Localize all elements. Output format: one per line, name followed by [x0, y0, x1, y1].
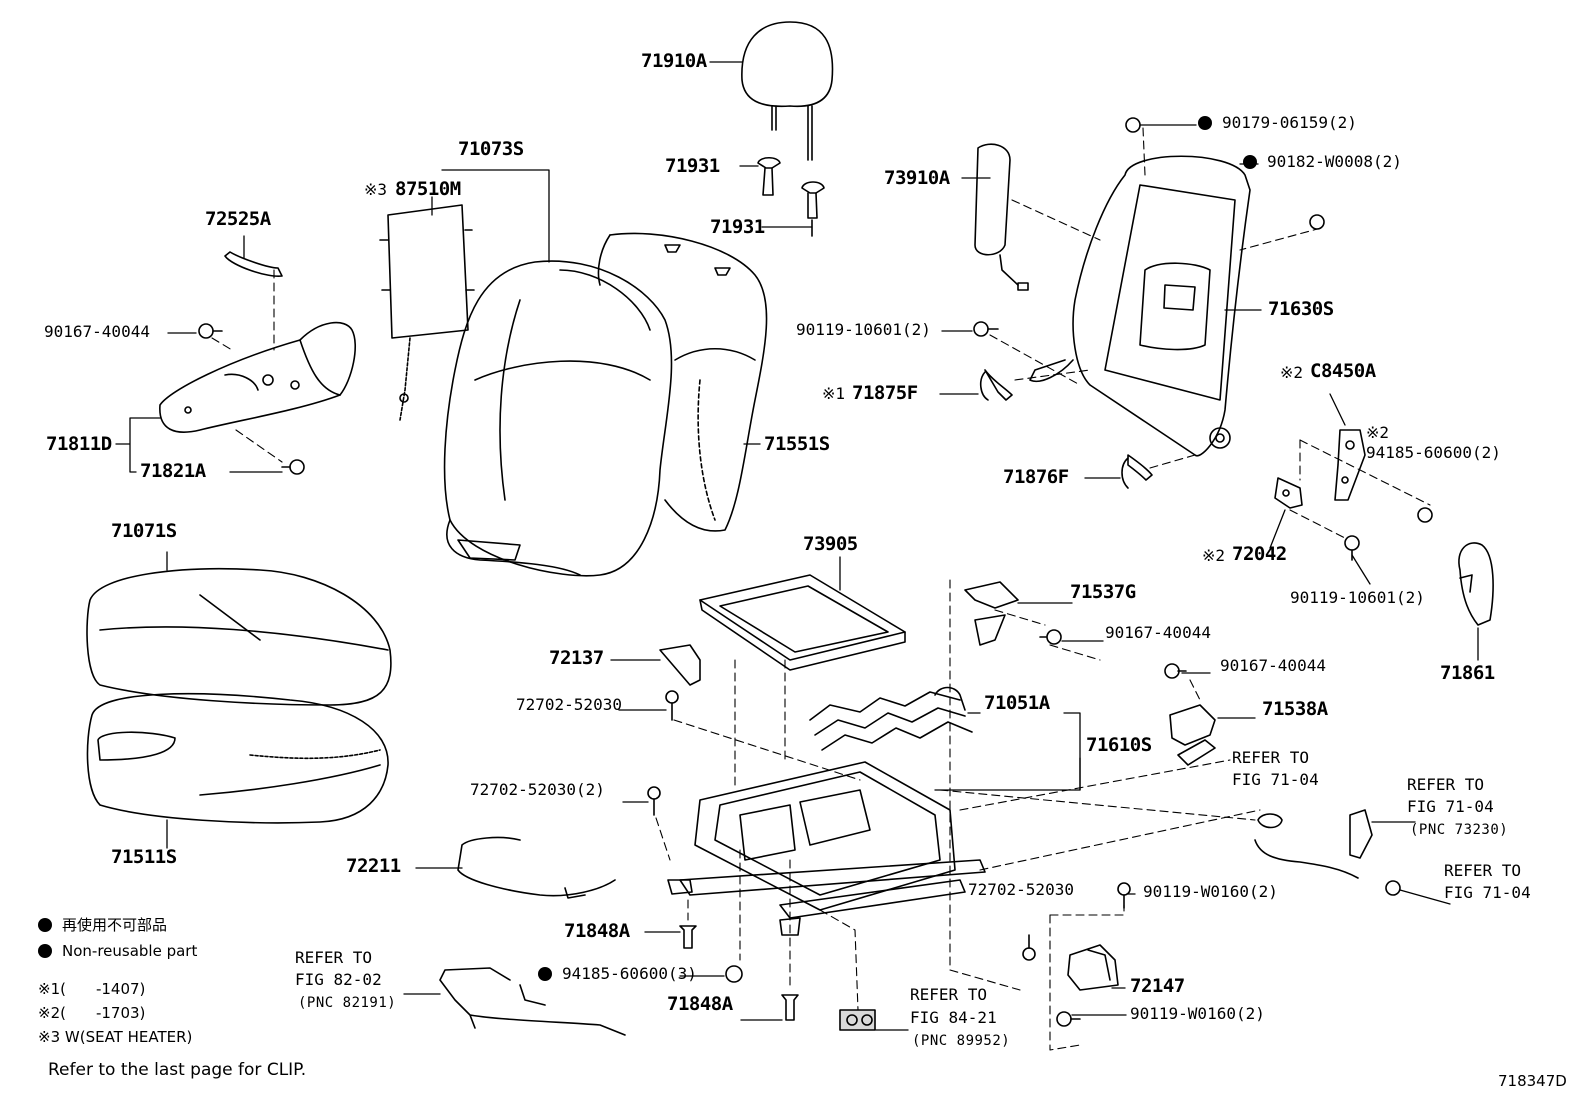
ref-fig-71-04-a-line2: FIG 71-04 — [1232, 770, 1319, 789]
non-reusable-dot-icon — [1198, 116, 1212, 130]
part-label-C8450A: C8450A — [1310, 360, 1376, 382]
part-label-94185-60600-3: 94185-60600(3) — [538, 966, 697, 982]
seatback-pad-drawing — [597, 232, 768, 532]
part-label-72147: 72147 — [1130, 975, 1185, 997]
part-label-71610S: 71610S — [1086, 734, 1152, 756]
legend-text: Non-reusable part — [62, 942, 198, 960]
legend-note-1: ※1( -1407) — [38, 980, 146, 998]
part-label-71071S: 71071S — [111, 520, 177, 542]
seat-adjuster-drawing — [667, 761, 986, 936]
note-marker-87510M: ※3 — [364, 180, 388, 199]
ref-fig-84-21-line2: FIG 84-21 — [910, 1008, 997, 1027]
legend-text: 再使用不可部品 — [62, 916, 168, 934]
part-label-72137: 72137 — [549, 647, 604, 669]
part-label-90182-W0008: 90182-W0008(2) — [1243, 154, 1402, 170]
small-parts-drawing — [659, 581, 1216, 1031]
ref-fig-84-21-pnc: (PNC 89952) — [912, 1033, 1011, 1049]
part-label-71630S: 71630S — [1268, 298, 1334, 320]
leader-lines — [115, 61, 1479, 1031]
seat-spring-drawing — [809, 686, 973, 751]
part-number-text: 90179-06159(2) — [1222, 113, 1357, 132]
non-reusable-dot-icon — [38, 944, 52, 958]
part-label-72702-52030-2: 72702-52030(2) — [470, 780, 605, 799]
part-label-71821A: 71821A — [140, 460, 206, 482]
seat-cushion-pad-drawing — [86, 692, 389, 824]
part-label-71073S: 71073S — [458, 138, 524, 160]
legend-nonreusable-en: Non-reusable part — [38, 944, 197, 959]
part-label-90167-40044-right: 90167-40044 — [1220, 656, 1326, 675]
part-label-90119-W0160-bottom: 90119-W0160(2) — [1130, 1004, 1265, 1023]
note-marker-71875F: ※1 — [822, 384, 846, 403]
part-label-71551S: 71551S — [764, 433, 830, 455]
part-label-71876F: 71876F — [1003, 466, 1069, 488]
part-label-73905: 73905 — [803, 533, 858, 555]
part-label-90119-W0160-top: 90119-W0160(2) — [1143, 882, 1278, 901]
part-label-90119-10601-right: 90119-10601(2) — [1290, 588, 1425, 607]
note-marker-C8450A: ※2 — [1280, 363, 1304, 382]
part-label-72211: 72211 — [346, 855, 401, 877]
ref-fig-71-04-c-line2: FIG 71-04 — [1444, 883, 1531, 902]
legend-note-3: ※3 W(SEAT HEATER) — [38, 1028, 193, 1046]
wire-harness-drawing — [439, 809, 1373, 1036]
ref-fig-82-02-line1: REFER TO — [295, 948, 373, 967]
part-label-90119-10601-top: 90119-10601(2) — [796, 320, 931, 339]
part-label-71538A: 71538A — [1262, 698, 1328, 720]
part-label-71811D: 71811D — [46, 433, 112, 455]
part-label-71511S: 71511S — [111, 846, 177, 868]
recliner-cover-drawing — [1458, 542, 1494, 626]
ref-fig-71-04-b-pnc: (PNC 73230) — [1410, 822, 1509, 838]
ref-fig-82-02-pnc: (PNC 82191) — [298, 995, 397, 1011]
part-label-72702-52030-upper: 72702-52030 — [516, 695, 622, 714]
part-label-71848A-lower: 71848A — [667, 993, 733, 1015]
recliner-drawing — [1274, 429, 1366, 509]
seat-shield-drawing — [159, 251, 356, 433]
seatback-frame-drawing — [1029, 155, 1251, 457]
part-label-72525A: 72525A — [205, 208, 271, 230]
headrest-drawing — [741, 21, 834, 161]
part-label-71861: 71861 — [1440, 662, 1495, 684]
ref-fig-82-02-line2: FIG 82-02 — [295, 970, 382, 989]
hinge-cover-drawing — [979, 369, 1153, 489]
lumbar-support-drawing — [974, 143, 1029, 291]
ref-fig-71-04-b-line1: REFER TO — [1407, 775, 1485, 794]
legend-nonreusable-jp: 再使用不可部品 — [38, 918, 167, 933]
fastener-drawing — [198, 117, 1433, 1027]
part-label-71051A: 71051A — [984, 692, 1050, 714]
ref-fig-84-21-line1: REFER TO — [910, 985, 988, 1004]
seat-cushion-cover-drawing — [86, 567, 392, 706]
clip-note: Refer to the last page for CLIP. — [48, 1060, 307, 1080]
note-marker-72042: ※2 — [1202, 546, 1226, 565]
part-label-71931-lower: 71931 — [710, 216, 765, 238]
part-label-90167-40044-left: 90167-40044 — [44, 322, 150, 341]
part-label-71931-upper: 71931 — [665, 155, 720, 177]
part-number-text: 94185-60600(3) — [562, 964, 697, 983]
non-reusable-dot-icon — [38, 918, 52, 932]
headrest-guide-drawing — [757, 156, 825, 237]
part-label-72702-52030-lower: 72702-52030 — [968, 880, 1074, 899]
part-label-71875F: 71875F — [852, 382, 918, 404]
assembly-dash-lines — [211, 127, 1431, 1051]
ref-fig-71-04-b-line2: FIG 71-04 — [1407, 797, 1494, 816]
seat-cushion-plate-drawing — [699, 574, 906, 671]
part-label-87510M: 87510M — [395, 178, 461, 200]
part-label-73910A: 73910A — [884, 167, 950, 189]
figure-code: 718347D — [1498, 1072, 1567, 1090]
part-label-71537G: 71537G — [1070, 581, 1136, 603]
seat-heater-drawing — [379, 204, 475, 421]
non-reusable-dot-icon — [1243, 155, 1257, 169]
part-label-71848A-upper: 71848A — [564, 920, 630, 942]
part-number-text: 90182-W0008(2) — [1267, 152, 1402, 171]
seatback-cover-drawing — [443, 260, 673, 577]
ref-fig-71-04-c-line1: REFER TO — [1444, 861, 1522, 880]
part-label-72042: 72042 — [1232, 543, 1287, 565]
part-label-71910A: 71910A — [641, 50, 707, 72]
note-marker-94185: ※2 — [1366, 423, 1390, 442]
part-label-90179-06159: 90179-06159(2) — [1198, 115, 1357, 131]
non-reusable-dot-icon — [538, 967, 552, 981]
part-label-94185-60600-2: 94185-60600(2) — [1366, 443, 1501, 462]
legend-note-2: ※2( -1703) — [38, 1004, 146, 1022]
ref-fig-71-04-a-line1: REFER TO — [1232, 748, 1310, 767]
part-label-90167-40044-mid: 90167-40044 — [1105, 623, 1211, 642]
